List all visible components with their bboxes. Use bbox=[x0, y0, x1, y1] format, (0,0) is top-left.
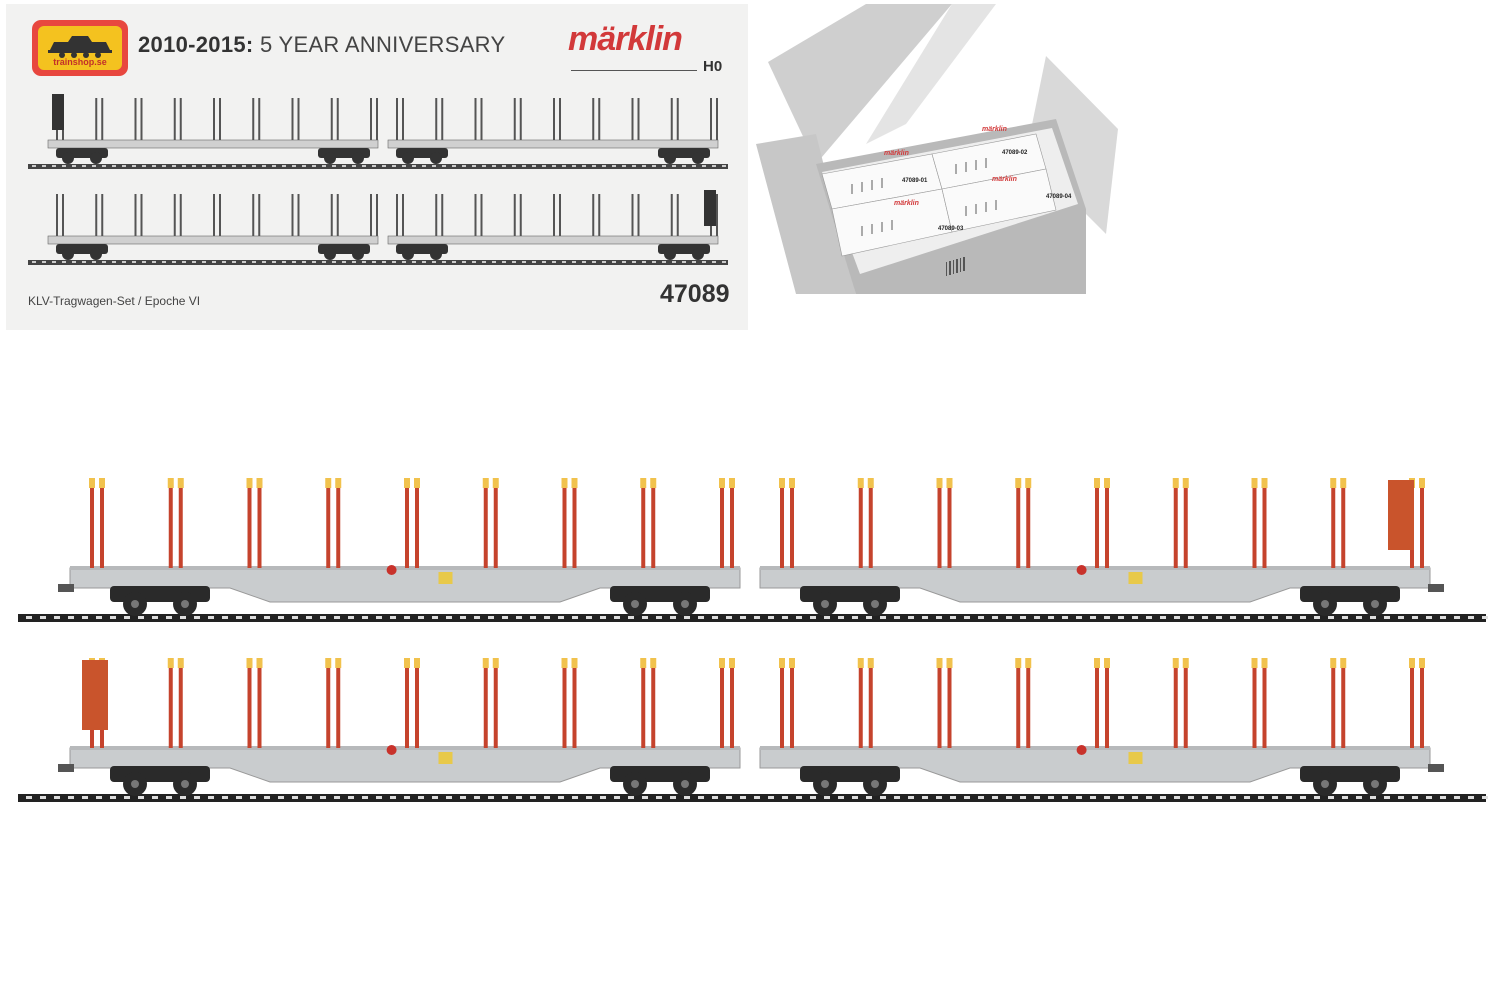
trainshop-logo: trainshop.se bbox=[32, 20, 128, 76]
mini-train-drawing-top bbox=[28, 94, 728, 169]
model-wagon-set-bottom bbox=[18, 658, 1488, 802]
pack-3-number: 47089-03 bbox=[938, 226, 964, 232]
anniversary-years: 2010-2015: bbox=[138, 32, 254, 57]
box-label-card: trainshop.se 2010-2015: 5 YEAR ANNIVERSA… bbox=[6, 4, 748, 330]
anniversary-text: 5 YEAR ANNIVERSARY bbox=[253, 32, 506, 57]
pack-1-number: 47089-01 bbox=[902, 178, 928, 184]
pack-1-brand: märklin bbox=[884, 150, 909, 157]
article-number: 47089 bbox=[660, 280, 730, 308]
pack-2-brand: märklin bbox=[982, 126, 1007, 133]
pack-2-number: 47089-02 bbox=[1002, 150, 1028, 156]
brand-logo: märklin bbox=[568, 20, 683, 58]
locomotive-icon bbox=[48, 36, 112, 58]
pack-4-number: 47089-04 bbox=[1046, 194, 1072, 200]
pack-3-brand: märklin bbox=[894, 200, 919, 207]
shop-logo-text: trainshop.se bbox=[53, 57, 107, 67]
anniversary-title: 2010-2015: 5 YEAR ANNIVERSARY bbox=[138, 32, 505, 58]
pack-4-brand: märklin bbox=[992, 176, 1017, 183]
box-illustration bbox=[756, 4, 1118, 294]
scale-badge: H0 bbox=[703, 58, 723, 75]
brand-underline bbox=[571, 70, 697, 71]
mini-train-drawing-bottom bbox=[28, 190, 728, 265]
opened-box-photo: märklin 47089-01 märklin 47089-02 märkli… bbox=[756, 4, 1118, 294]
set-name: KLV-Tragwagen-Set / Epoche VI bbox=[28, 294, 201, 308]
model-wagon-set-top bbox=[18, 478, 1488, 622]
